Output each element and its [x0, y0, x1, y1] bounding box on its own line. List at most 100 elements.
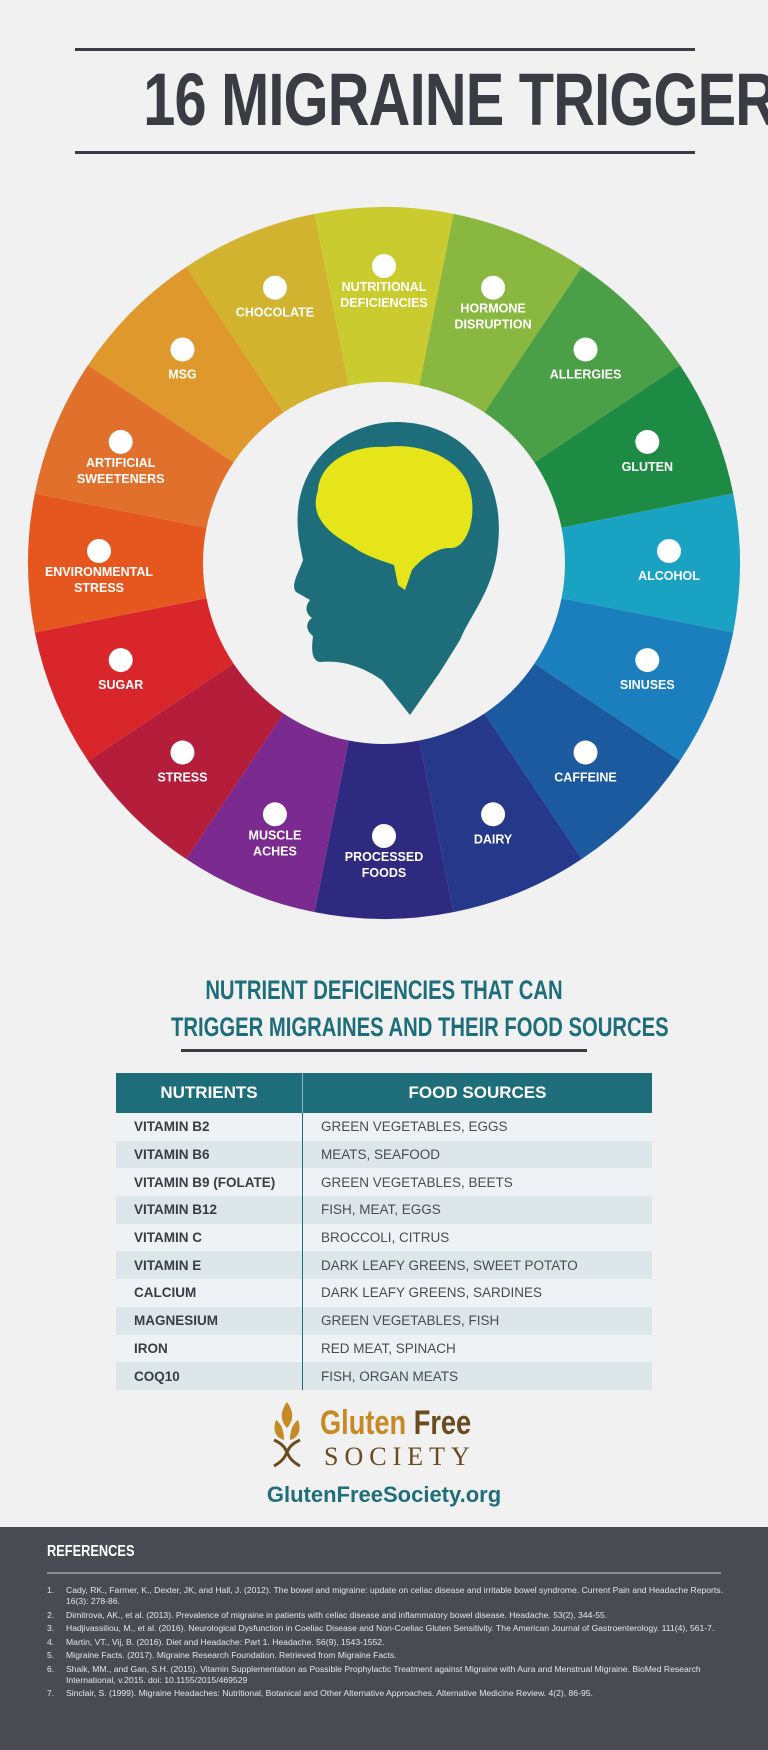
segment-label: CHOCOLATE — [236, 306, 314, 320]
trigger-segment: ARTIFICIAL SWEETENERS — [34, 365, 236, 529]
website-link[interactable]: GlutenFreeSociety.org — [266, 1482, 502, 1507]
nutrients-heading-line1: NUTRIENT DEFICIENCIES THAT CAN — [205, 975, 563, 1005]
segment-label: STRESS — [157, 771, 207, 785]
trigger-segment: STRESS — [87, 662, 285, 860]
salt-shaker-icon — [170, 337, 195, 362]
reference-number: 7. — [47, 1688, 55, 1698]
segment-label: SWEETENERS — [77, 472, 165, 486]
alarm-clock-icon — [87, 539, 111, 563]
nutrient-cell: VITAMIN B6 — [116, 1140, 303, 1169]
table-row: VITAMIN B9 (FOLATE)GREEN VEGETABLES, BEE… — [116, 1168, 652, 1197]
segment-label: ARTIFICIAL — [86, 456, 156, 470]
trigger-segment: CHOCOLATE — [186, 213, 350, 415]
nutrient-cell: VITAMIN C — [116, 1223, 303, 1252]
segment-label: HORMONE — [460, 302, 525, 316]
wheat-icon — [635, 429, 660, 454]
references-heading: REFERENCES — [47, 1543, 135, 1560]
logo-wordmark: Gluten Free — [320, 1404, 472, 1442]
reference-text: Sinclair, S. (1999). Migraine Headaches:… — [66, 1688, 593, 1698]
wheat-dna-icon — [273, 1402, 301, 1468]
reference-text: Migraine Facts. (2017). Migraine Researc… — [66, 1650, 397, 1660]
reference-item: 4.Martin, VT., Vij, B. (2016). Diet and … — [47, 1637, 727, 1648]
reference-number: 5. — [47, 1650, 55, 1660]
food-sources-cell: RED MEAT, SPINACH — [302, 1334, 652, 1363]
trigger-segment: CAFFEINE — [483, 662, 681, 860]
segment-label: DAIRY — [474, 832, 513, 846]
food-sources-cell: FISH, MEAT, EGGS — [302, 1196, 652, 1224]
hexagon-molecule-icon — [481, 275, 506, 300]
divider — [47, 1572, 721, 1574]
reference-item: 3.Hadjivassiliou, M., et al. (2016). Neu… — [47, 1623, 727, 1634]
heading-underline — [181, 1049, 587, 1052]
segment-label: ALCOHOL — [638, 569, 700, 583]
column-header-nutrients: NUTRIENTS — [116, 1073, 303, 1113]
logo-society: SOCIETY — [324, 1442, 476, 1471]
sugar-pile-icon — [108, 648, 133, 673]
segment-wedge — [87, 266, 285, 464]
trigger-segment: NUTRITIONAL DEFICIENCIES — [314, 207, 454, 388]
nutrients-heading-line2: TRIGGER MIGRAINES AND THEIR FOOD SOURCES — [171, 1012, 669, 1042]
person-scratching-icon — [573, 337, 598, 362]
segment-label: DISRUPTION — [455, 318, 532, 332]
nutrient-cell: VITAMIN B12 — [116, 1196, 303, 1224]
reference-number: 2. — [47, 1609, 55, 1620]
segment-label: FOODS — [362, 866, 406, 880]
trigger-segment: SUGAR — [34, 597, 236, 761]
segment-wedge — [559, 493, 740, 633]
segment-wedge — [27, 493, 209, 633]
segment-label: DEFICIENCIES — [340, 296, 428, 310]
nutrient-cell: CALCIUM — [116, 1279, 303, 1307]
food-sources-cell: DARK LEAFY GREENS, SARDINES — [302, 1279, 652, 1307]
nutrient-cell: IRON — [116, 1334, 303, 1363]
segment-label: NUTRITIONAL — [342, 280, 427, 294]
trigger-segment: HORMONE DISRUPTION — [418, 213, 582, 415]
segment-wedge — [532, 365, 734, 529]
food-sources-cell: MEATS, SEAFOOD — [302, 1140, 652, 1169]
sweetener-packet-icon — [108, 429, 133, 454]
segment-wedge — [186, 213, 350, 415]
segment-label: ALLERGIES — [550, 367, 622, 381]
reference-item: 7. Sinclair, S. (1999). Migraine Headache… — [47, 1688, 727, 1699]
segment-label: ENVIRONMENTAL — [45, 565, 153, 579]
nutrient-cell: VITAMIN B9 (FOLATE) — [116, 1168, 303, 1197]
trigger-segment: SINUSES — [532, 597, 734, 761]
segment-label: MSG — [168, 367, 196, 381]
food-sources-cell: GREEN VEGETABLES, FISH — [302, 1306, 652, 1335]
nutrient-cell: VITAMIN E — [116, 1251, 303, 1280]
coffee-bean-icon — [573, 740, 598, 765]
food-sources-cell: FISH, ORGAN MEATS — [302, 1362, 652, 1390]
segment-wedge — [418, 213, 582, 415]
segment-wedge — [34, 597, 236, 761]
food-sources-cell: GREEN VEGETABLES, EGGS — [302, 1113, 652, 1141]
apple-icon — [372, 254, 396, 278]
nutrient-cell: COQ10 — [116, 1362, 303, 1390]
trigger-segment: GLUTEN — [532, 365, 734, 529]
segment-wedge — [483, 266, 681, 464]
references-list: 1.Cady, RK., Farmer, K., Dexter, JK, and… — [47, 1585, 727, 1702]
reference-text: Cady, RK., Farmer, K., Dexter, JK, and H… — [66, 1585, 723, 1606]
reference-text: Shaik, MM., and Gan, S.H. (2015). Vitami… — [66, 1663, 701, 1685]
head-sinus-icon — [635, 648, 660, 673]
reference-item: 6.Shaik, MM., and Gan, S.H. (2015). Vita… — [47, 1664, 727, 1686]
burger-drink-icon — [372, 824, 396, 848]
segment-label: MUSCLE — [249, 828, 302, 842]
trigger-segment: MSG — [87, 266, 285, 464]
segment-wedge — [34, 365, 236, 529]
bottle-glass-icon — [657, 539, 681, 563]
reference-text: Dimitrova, AK., et al. (2013). Prevalenc… — [66, 1609, 608, 1620]
trigger-segment: ALLERGIES — [483, 266, 681, 464]
column-header-food-sources: FOOD SOURCES — [302, 1073, 652, 1113]
gluten-free-society-logo: Gluten Free SOCIETY — [262, 1400, 512, 1471]
chocolate-bar-icon — [262, 275, 287, 300]
